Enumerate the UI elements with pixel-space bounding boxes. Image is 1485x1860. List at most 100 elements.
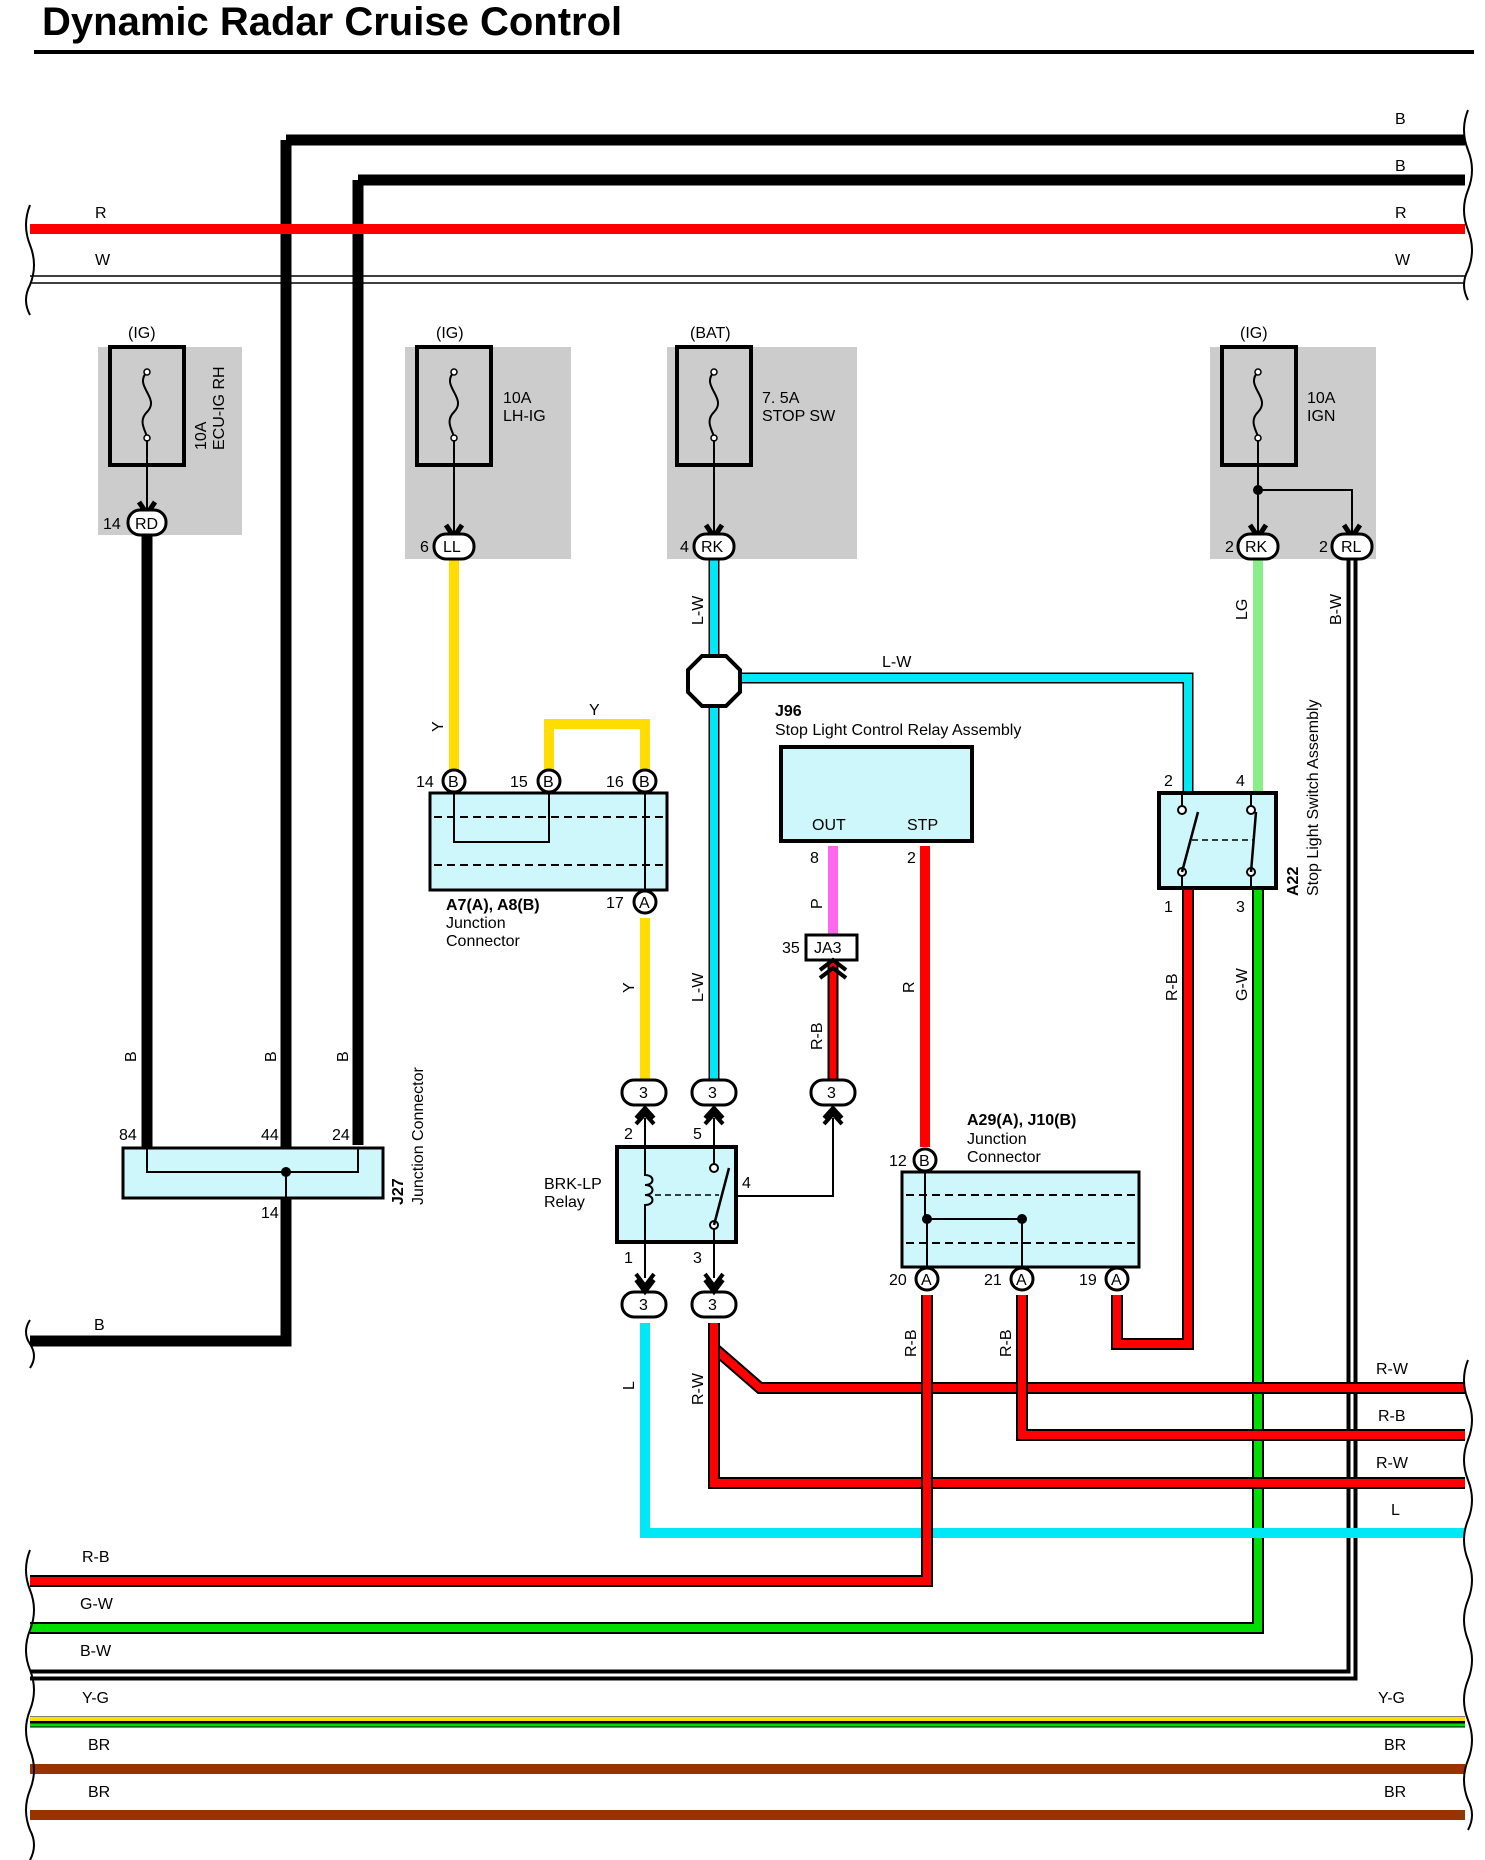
lbl-rb-a22: R-B	[1164, 973, 1181, 1001]
a7-pin-15: 15	[510, 774, 528, 791]
fuse2-name: LH-IG	[503, 408, 546, 425]
j27-id: J27	[390, 1178, 407, 1205]
fuse2-amps: 10A	[503, 390, 532, 407]
conn-rk1: RK	[701, 539, 724, 556]
a29-pin-19: 19	[1079, 1272, 1097, 1289]
lbl-lw2: L-W	[690, 972, 707, 1002]
j27-junction-connector	[121, 1146, 385, 1340]
j96-out: OUT	[812, 817, 846, 834]
bottom-left-gw: G-W	[80, 1596, 114, 1613]
bottom-right-yg: Y-G	[1378, 1690, 1405, 1707]
bottom-right-rw1: R-W	[1376, 1361, 1409, 1378]
break-mark-right-top	[1463, 109, 1473, 301]
j96-relay-assembly	[779, 745, 974, 843]
brk-pin-1: 1	[624, 1250, 633, 1267]
break-mark-left-top	[25, 204, 35, 316]
wire-rb-a22-fill	[1113, 880, 1192, 1348]
lbl-ecu-b: B	[123, 1051, 140, 1062]
wire-label-r-left: R	[95, 205, 107, 222]
a22-pin-3: 3	[1236, 899, 1245, 916]
a7-id: A7(A), A8(B)	[446, 897, 540, 914]
j27-pin-84: 84	[119, 1127, 137, 1144]
lbl-rb3: R-B	[998, 1329, 1015, 1357]
lbl-bw: B-W	[1328, 593, 1345, 625]
a7-name-1: Junction	[446, 915, 506, 932]
a29-j10-junction-connector	[900, 1147, 1141, 1292]
fuse-shade	[98, 347, 242, 535]
fuse4-supply: (IG)	[1240, 325, 1268, 342]
fuse1-name: ECU-IG RH	[211, 366, 228, 450]
bottom-left-br2: BR	[88, 1784, 110, 1801]
a29-pin-20: 20	[889, 1272, 907, 1289]
wire-label-w-left: W	[95, 252, 111, 269]
ja3-connector	[804, 933, 859, 980]
top-bus-wires	[25, 109, 1473, 1335]
wire-bw	[30, 559, 1358, 1681]
brk-pin-4: 4	[742, 1175, 751, 1192]
a22-name: Stop Light Switch Assembly	[1305, 699, 1322, 896]
bottom-right-l: L	[1391, 1502, 1400, 1519]
brk-pin-3: 3	[693, 1250, 702, 1267]
brk-name-2: Relay	[544, 1194, 585, 1211]
a7-pin-14: 14	[416, 774, 434, 791]
brk-term-4: 3	[639, 1297, 648, 1314]
j27-pin-24: 24	[332, 1127, 350, 1144]
brk-pin-2: 2	[624, 1126, 633, 1143]
conn-ll: LL	[443, 539, 461, 556]
lbl-lg: LG	[1234, 599, 1251, 620]
wire-label-w-right: W	[1395, 252, 1411, 269]
wire-b-top-1	[280, 134, 1465, 1335]
a29-term-21: A	[1016, 1272, 1027, 1289]
bottom-left-br1: BR	[88, 1737, 110, 1754]
wire-b-top-2	[352, 174, 1465, 1145]
j96-stp: STP	[907, 817, 938, 834]
wire-gw-fill	[30, 880, 1262, 1632]
bottom-right-br2: BR	[1384, 1784, 1406, 1801]
a29-term-19: A	[1111, 1272, 1122, 1289]
a29-term-12: B	[919, 1153, 930, 1170]
lbl-gw: G-W	[1234, 967, 1251, 1001]
lbl-p: P	[809, 898, 826, 909]
a7-name-2: Connector	[446, 933, 520, 950]
a7-pin-17: 17	[606, 895, 624, 912]
fuse4-amps: 10A	[1307, 390, 1336, 407]
a22-id: A22	[1285, 867, 1302, 896]
fuse2-pin: 6	[420, 539, 429, 556]
bottom-left-rb: R-B	[82, 1549, 110, 1566]
a7-pin-16: 16	[606, 774, 624, 791]
bottom-right-rb: R-B	[1378, 1408, 1406, 1425]
a7-term-15: B	[543, 774, 554, 791]
a29-term-20: A	[921, 1272, 932, 1289]
a7-term-16: B	[639, 774, 650, 791]
j27-name: Junction Connector	[410, 1066, 427, 1205]
fuse-ecu-ig-rh	[98, 345, 242, 535]
fuse4-pin: 2	[1225, 539, 1234, 556]
ja3-pin: 35	[782, 940, 800, 957]
a7-term-14: B	[448, 774, 459, 791]
wire-l	[640, 1323, 1465, 1538]
lbl-j27-b1: B	[263, 1051, 280, 1062]
a29-pin-21: 21	[984, 1272, 1002, 1289]
bottom-right-rw2: R-W	[1376, 1455, 1409, 1472]
lbl-j27-b2: B	[335, 1051, 352, 1062]
lbl-lw-top: L-W	[882, 654, 912, 671]
j27-pin-44: 44	[261, 1127, 279, 1144]
fuse3-name: STOP SW	[762, 408, 836, 425]
conn-rk2: RK	[1245, 539, 1268, 556]
wire-label-b2-right: B	[1395, 158, 1406, 175]
wire-b-bottom-left	[30, 1330, 292, 1347]
j96-name: Stop Light Control Relay Assembly	[775, 722, 1021, 739]
wire-rb-21-fill	[1018, 1295, 1465, 1439]
fuse3-amps: 7. 5A	[762, 390, 800, 407]
lbl-rw: R-W	[690, 1372, 707, 1405]
a29-id: A29(A), J10(B)	[967, 1112, 1076, 1129]
j96-pin-8: 8	[810, 850, 819, 867]
brk-lp-relay	[615, 1078, 857, 1319]
a29-name-1: Junction	[967, 1131, 1027, 1148]
conn-rl: RL	[1341, 539, 1362, 556]
lbl-y2: Y	[621, 982, 638, 993]
fuse1-pin: 14	[103, 516, 121, 533]
a22-pin-1: 1	[1164, 899, 1173, 916]
